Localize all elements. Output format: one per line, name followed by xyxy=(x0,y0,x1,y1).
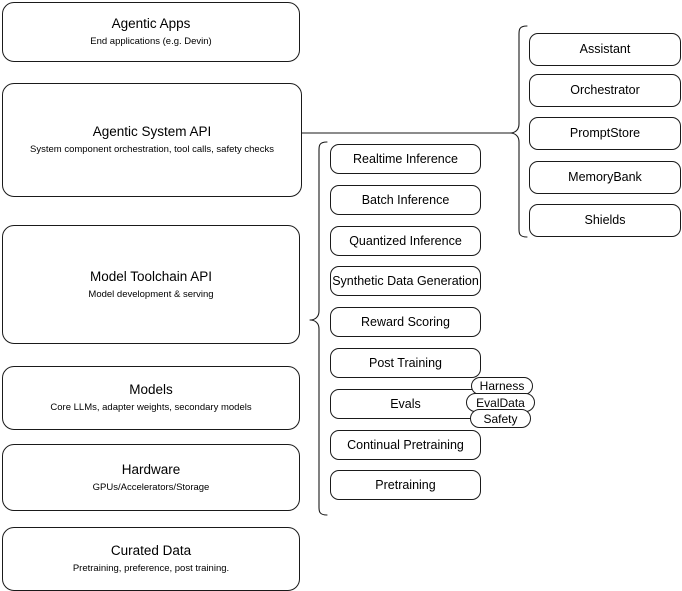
capability-title: Evals xyxy=(390,396,421,411)
component-memorybank[interactable]: MemoryBank xyxy=(529,161,681,194)
layer-subtitle: System component orchestration, tool cal… xyxy=(30,144,274,155)
bracket-right xyxy=(509,25,528,238)
layer-title: Curated Data xyxy=(110,543,192,558)
capability-title: Reward Scoring xyxy=(361,314,450,329)
component-title: PromptStore xyxy=(569,126,641,140)
capability-synthetic-data-generation[interactable]: Synthetic Data Generation xyxy=(330,266,481,296)
layer-title: Agentic System API xyxy=(92,124,212,139)
layer-agentic-system-api[interactable]: Agentic System API System component orch… xyxy=(2,83,302,197)
layer-subtitle: Model development & serving xyxy=(88,288,214,300)
capability-title: Batch Inference xyxy=(361,192,450,207)
layer-subtitle: Pretraining, preference, post training. xyxy=(72,563,230,574)
component-title: Shields xyxy=(584,213,626,227)
capability-pretraining[interactable]: Pretraining xyxy=(330,470,481,500)
component-title: MemoryBank xyxy=(568,170,642,184)
layer-title: Agentic Apps xyxy=(111,16,191,31)
evals-pill-label: Harness xyxy=(479,379,525,393)
capability-reward-scoring[interactable]: Reward Scoring xyxy=(330,307,481,337)
capability-title: Synthetic Data Generation xyxy=(332,273,479,288)
layer-model-toolchain-api[interactable]: Model Toolchain API Model development & … xyxy=(2,225,300,344)
component-orchestrator[interactable]: Orchestrator xyxy=(529,74,681,107)
capability-title: Pretraining xyxy=(375,477,436,492)
capability-quantized-inference[interactable]: Quantized Inference xyxy=(330,226,481,256)
capability-continual-pretraining[interactable]: Continual Pretraining xyxy=(330,430,481,460)
capability-title: Continual Pretraining xyxy=(347,437,464,452)
capability-post-training[interactable]: Post Training xyxy=(330,348,481,378)
evals-pill-label: EvalData xyxy=(476,395,525,410)
layer-title: Models xyxy=(129,382,173,397)
layer-title: Model Toolchain API xyxy=(89,268,213,284)
component-assistant[interactable]: Assistant xyxy=(529,33,681,66)
capability-batch-inference[interactable]: Batch Inference xyxy=(330,185,481,215)
layer-agentic-apps[interactable]: Agentic Apps End applications (e.g. Devi… xyxy=(2,2,300,62)
evals-pill-safety[interactable]: Safety xyxy=(470,409,531,428)
layer-subtitle: End applications (e.g. Devin) xyxy=(90,36,212,47)
layer-subtitle: GPUs/Accelerators/Storage xyxy=(92,481,210,493)
layer-models[interactable]: Models Core LLMs, adapter weights, secon… xyxy=(2,366,300,430)
capability-evals[interactable]: Evals xyxy=(330,389,481,419)
layer-title: Hardware xyxy=(121,461,181,477)
capability-realtime-inference[interactable]: Realtime Inference xyxy=(330,144,481,174)
component-title: Assistant xyxy=(579,42,631,56)
capability-title: Post Training xyxy=(369,355,442,370)
layer-curated-data[interactable]: Curated Data Pretraining, preference, po… xyxy=(2,527,300,591)
layer-hardware[interactable]: Hardware GPUs/Accelerators/Storage xyxy=(2,444,300,511)
component-promptstore[interactable]: PromptStore xyxy=(529,117,681,150)
evals-pill-label: Safety xyxy=(483,411,518,426)
component-shields[interactable]: Shields xyxy=(529,204,681,237)
layer-subtitle: Core LLMs, adapter weights, secondary mo… xyxy=(50,402,252,413)
capability-title: Realtime Inference xyxy=(353,151,458,166)
component-title: Orchestrator xyxy=(570,83,640,97)
bracket-middle xyxy=(309,141,328,516)
capability-title: Quantized Inference xyxy=(349,233,462,248)
